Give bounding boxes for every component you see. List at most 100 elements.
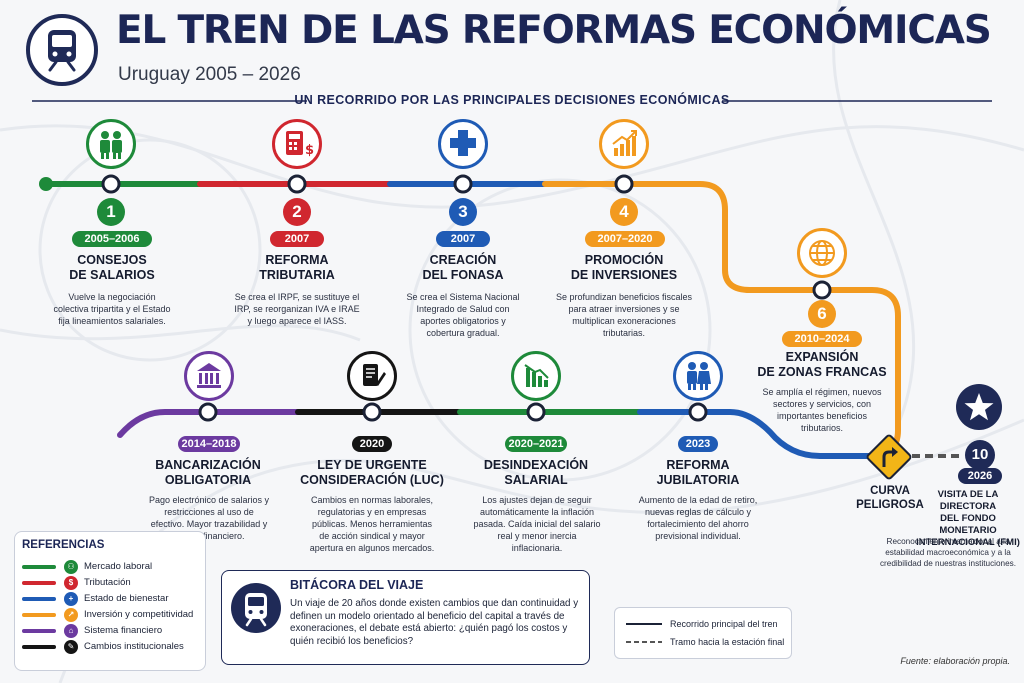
elderly-people-icon <box>673 351 723 401</box>
health-cross-icon: + <box>64 592 78 606</box>
document-pen-icon: ✎ <box>64 640 78 654</box>
logbook-text: Un viaje de 20 años donde existen cambio… <box>290 598 579 647</box>
svg-text:$: $ <box>305 143 314 158</box>
bank-icon: ⌂ <box>64 624 78 638</box>
station-number: 10 <box>965 440 995 470</box>
station-date: 2014–2018 <box>178 436 240 452</box>
legend-swatch <box>22 581 56 585</box>
document-pen-icon <box>347 351 397 401</box>
legend-item: ⌂ Sistema financiero <box>22 624 202 638</box>
station-date: 2023 <box>678 436 718 452</box>
track-segment-welfare-2 <box>637 409 871 459</box>
people-icon <box>86 119 136 169</box>
station-marker <box>198 402 218 422</box>
station-description: Los ajustes dejan de seguir automáticame… <box>473 495 601 553</box>
legend-label: Cambios institucionales <box>84 641 184 652</box>
track-start-dot <box>39 177 53 191</box>
station-number: 1 <box>97 198 125 226</box>
legend-swatch <box>22 597 56 601</box>
train-front-icon <box>26 14 98 86</box>
station-marker <box>453 174 473 194</box>
station-description: Cambios en normas laborales, regulatoria… <box>309 495 435 553</box>
station-marker <box>287 174 307 194</box>
station-date: 2026 <box>958 468 1002 484</box>
declining-chart-icon <box>511 351 561 401</box>
logbook-panel <box>221 570 590 665</box>
growth-chart-icon <box>599 119 649 169</box>
legend-item: ↗ Inversión y competitividad <box>22 608 202 622</box>
station-marker <box>362 402 382 422</box>
logbook-title: BITÁCORA DEL VIAJE <box>290 578 424 592</box>
station-number: 3 <box>449 198 477 226</box>
station-date: 2007 <box>436 231 490 247</box>
main-route-label: Recorrido principal del tren <box>670 619 778 629</box>
tagline-rule <box>32 100 992 102</box>
final-route-label: Tramo hacia la estación final <box>670 637 785 647</box>
legend-swatch <box>22 613 56 617</box>
station-description: Se crea el Sistema Nacional Integrado de… <box>406 292 520 338</box>
legend-item: ✎ Cambios institucionales <box>22 640 202 654</box>
station-marker <box>101 174 121 194</box>
legend-label: Tributación <box>84 577 131 588</box>
star-icon <box>956 384 1002 430</box>
globe-icon <box>797 228 847 278</box>
station-date: 2007–2020 <box>585 231 665 247</box>
legend-label: Estado de bienestar <box>84 593 169 604</box>
legend-title: REFERENCIAS <box>22 539 105 551</box>
station-description: Reconocimiento internacional a la estabi… <box>879 537 1017 568</box>
station-number: 6 <box>808 300 836 328</box>
station-description: Pago electrónico de salarios y restricci… <box>148 495 270 541</box>
legend-swatch <box>22 565 56 569</box>
bank-icon <box>184 351 234 401</box>
legend-swatch <box>22 629 56 633</box>
health-cross-icon <box>438 119 488 169</box>
station-date: 2020–2021 <box>505 436 567 452</box>
legend-label: Sistema financiero <box>84 625 163 636</box>
page-subtitle: Uruguay 2005 – 2026 <box>118 64 301 85</box>
station-description: Aumento de la edad de retiro, nuevas reg… <box>638 495 758 541</box>
source-note: Fuente: elaboración propia. <box>900 656 1010 666</box>
station-description: Se amplía el régimen, nuevos sectores y … <box>762 387 882 433</box>
route-legend-lines <box>626 623 662 643</box>
legend-label: Mercado laboral <box>84 561 153 572</box>
route-legend-panel <box>614 607 792 659</box>
station-date: 2020 <box>352 436 392 452</box>
station-marker <box>688 402 708 422</box>
legend-item: ⚇ Mercado laboral <box>22 560 202 574</box>
legend-item: $ Tributación <box>22 576 202 590</box>
track-segment-financial <box>117 409 301 438</box>
station-marker <box>812 280 832 300</box>
station-number: 4 <box>610 198 638 226</box>
station-description: Se profundizan beneficios fiscales para … <box>555 292 693 338</box>
calculator-icon: $ <box>64 576 78 590</box>
station-date: 2005–2006 <box>72 231 152 247</box>
station-marker <box>614 174 634 194</box>
station-date: 2007 <box>270 231 324 247</box>
page-tagline: UN RECORRIDO POR LAS PRINCIPALES DECISIO… <box>294 93 730 107</box>
legend-item: + Estado de bienestar <box>22 592 202 606</box>
legend-label: Inversión y competitividad <box>84 609 194 620</box>
station-number: 2 <box>283 198 311 226</box>
calculator-icon: $ <box>272 119 322 169</box>
station-description: Vuelve la negociación colectiva triparti… <box>53 292 171 326</box>
people-icon: ⚇ <box>64 560 78 574</box>
station-date: 2010–2024 <box>782 331 862 347</box>
growth-chart-icon: ↗ <box>64 608 78 622</box>
legend-swatch <box>22 645 56 649</box>
train-front-icon <box>231 583 281 633</box>
station-marker <box>526 402 546 422</box>
station-description: Se crea el IRPF, se sustituye el IRP, se… <box>234 292 360 326</box>
page-title: EL TREN DE LAS REFORMAS ECONÓMICAS <box>116 8 992 53</box>
